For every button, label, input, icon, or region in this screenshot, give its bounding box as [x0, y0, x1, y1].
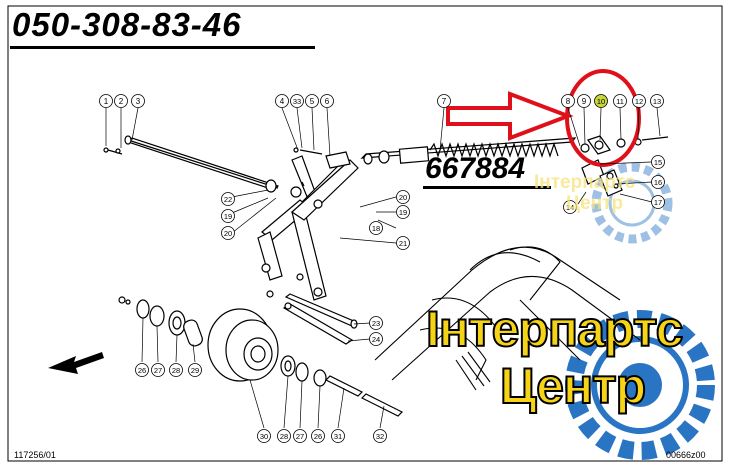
- watermark-small-brand-line1: Інтерпартс: [534, 172, 636, 193]
- callout-3: 3: [131, 94, 145, 108]
- callout-21: 21: [396, 236, 410, 250]
- callout-16: 16: [651, 175, 665, 189]
- callout-14: 14: [563, 200, 577, 214]
- bracket-assembly: [580, 135, 669, 197]
- callout-31: 31: [331, 429, 345, 443]
- callout-label: 2: [119, 97, 124, 106]
- callout-26: 26: [135, 363, 149, 377]
- callout-20: 20: [221, 226, 235, 240]
- callout-8: 8: [561, 94, 575, 108]
- callout-28: 28: [277, 429, 291, 443]
- callout-label: 24: [372, 335, 380, 344]
- callout-15: 15: [651, 155, 665, 169]
- callout-label: 18: [372, 224, 380, 233]
- callout-label: 1: [104, 97, 109, 106]
- callout-30: 30: [257, 429, 271, 443]
- callout-5: 5: [305, 94, 319, 108]
- callout-17: 17: [651, 195, 665, 209]
- callout-29: 29: [188, 363, 202, 377]
- callout-label: 28: [172, 366, 180, 375]
- callout-label: 17: [654, 198, 662, 207]
- phone-number: 050-308-83-46: [12, 6, 242, 43]
- callout-label: 26: [138, 366, 146, 375]
- callout-label: 16: [654, 178, 662, 187]
- callout-2: 2: [114, 94, 128, 108]
- drawing-code-right: 00666z00: [666, 450, 706, 460]
- diagram-frame: [7, 5, 723, 462]
- callout-label: 14: [566, 203, 574, 212]
- watermark-small-brand-line2: Центр: [566, 193, 624, 214]
- callout-12: 12: [632, 94, 646, 108]
- callout-label: 6: [325, 97, 330, 106]
- callout-label: 32: [376, 432, 384, 441]
- watermark-brand-line1: Інтерпартс: [425, 300, 684, 358]
- callout-label: 20: [399, 193, 407, 202]
- callout-10: 10: [594, 94, 608, 108]
- callout-26: 26: [311, 429, 325, 443]
- callout-label: 5: [310, 97, 315, 106]
- callout-label: 10: [597, 97, 605, 106]
- callout-28: 28: [169, 363, 183, 377]
- callout-6: 6: [320, 94, 334, 108]
- callout-label: 13: [653, 97, 661, 106]
- long-shaft: [103, 135, 280, 193]
- callout-label: 28: [280, 432, 288, 441]
- part-number-underline: [423, 186, 551, 189]
- callout-label: 29: [191, 366, 199, 375]
- arm-assembly: [257, 147, 359, 301]
- callout-label: 26: [314, 432, 322, 441]
- direction-arrow-icon: [48, 352, 104, 374]
- part-number: 667884: [425, 152, 526, 185]
- callout-label: 33: [293, 97, 301, 106]
- drawing-code-left: 117256/01: [14, 450, 56, 460]
- pulley-assembly: [118, 296, 404, 417]
- callout-13: 13: [650, 94, 664, 108]
- callout-27: 27: [151, 363, 165, 377]
- callout-label: 22: [224, 195, 232, 204]
- callout-label: 27: [154, 366, 162, 375]
- callout-32: 32: [373, 429, 387, 443]
- callout-18: 18: [369, 221, 383, 235]
- spring-shaft: [360, 137, 577, 165]
- callout-1: 1: [99, 94, 113, 108]
- callout-7: 7: [437, 94, 451, 108]
- callout-label: 23: [372, 319, 380, 328]
- callout-label: 20: [224, 229, 232, 238]
- callout-label: 31: [334, 432, 342, 441]
- watermark-brand-line2: Центр: [499, 357, 647, 415]
- callout-23: 23: [369, 316, 383, 330]
- callout-label: 4: [280, 97, 285, 106]
- callout-label: 9: [582, 97, 587, 106]
- callout-label: 15: [654, 158, 662, 167]
- callout-11: 11: [613, 94, 627, 108]
- callout-label: 19: [224, 212, 232, 221]
- callout-label: 21: [399, 239, 407, 248]
- phone-underline: [10, 46, 315, 49]
- lower-pins: [266, 290, 358, 345]
- callout-label: 11: [616, 97, 624, 106]
- callout-4: 4: [275, 94, 289, 108]
- callout-19: 19: [221, 209, 235, 223]
- callout-label: 12: [635, 97, 643, 106]
- callout-19: 19: [396, 205, 410, 219]
- callout-20: 20: [396, 190, 410, 204]
- callout-27: 27: [293, 429, 307, 443]
- callout-label: 3: [136, 97, 141, 106]
- callout-24: 24: [369, 332, 383, 346]
- callout-33: 33: [290, 94, 304, 108]
- highlight-arrow-icon: [446, 91, 574, 141]
- leader-lines: [105, 107, 661, 429]
- callout-label: 27: [296, 432, 304, 441]
- gear-watermark-icon: [565, 310, 715, 460]
- callout-label: 19: [399, 208, 407, 217]
- callout-9: 9: [577, 94, 591, 108]
- callout-label: 8: [566, 97, 571, 106]
- callout-label: 30: [260, 432, 268, 441]
- callout-label: 7: [442, 97, 447, 106]
- callout-22: 22: [221, 192, 235, 206]
- machine-body: [374, 246, 641, 391]
